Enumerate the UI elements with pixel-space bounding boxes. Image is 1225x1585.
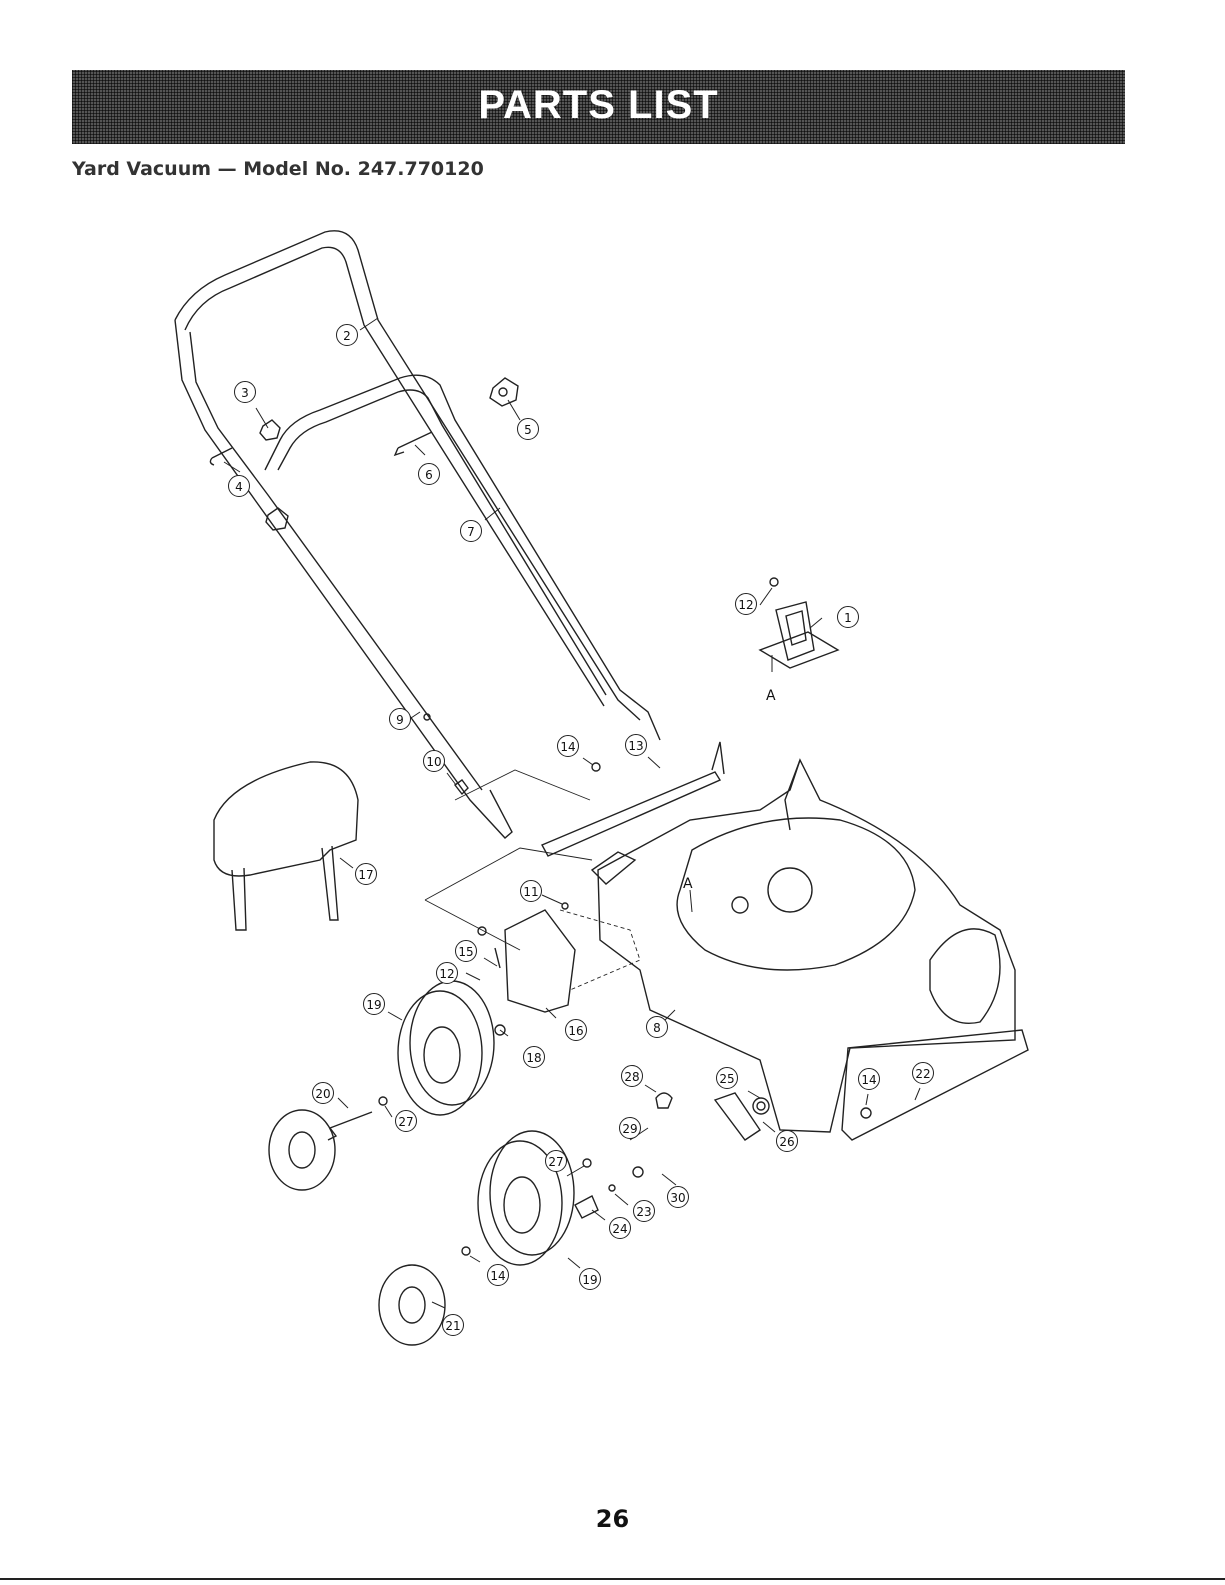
bottom-rule	[0, 1578, 1225, 1580]
bag-drawing	[214, 762, 358, 930]
callout-7: 7	[460, 520, 482, 542]
leader-lines	[224, 318, 920, 1308]
callout-22: 22	[912, 1062, 934, 1084]
callout-12-bracket: 12	[436, 962, 458, 984]
callout-23: 23	[633, 1200, 655, 1222]
wheels-drawing	[269, 981, 574, 1345]
callout-9: 9	[389, 708, 411, 730]
page-number: 26	[0, 1505, 1225, 1533]
callout-11: 11	[520, 880, 542, 902]
callout-15: 15	[455, 940, 477, 962]
callout-24: 24	[609, 1217, 631, 1239]
callout-8: 8	[646, 1016, 668, 1038]
callout-10: 10	[423, 750, 445, 772]
callout-19-upper: 19	[363, 993, 385, 1015]
callout-13: 13	[625, 734, 647, 756]
callout-27-upper: 27	[395, 1110, 417, 1132]
reference-mark-a-deck: A	[683, 876, 693, 892]
callout-12-chute: 12	[735, 593, 757, 615]
callout-14-wheel: 14	[487, 1264, 509, 1286]
callout-2: 2	[336, 324, 358, 346]
callout-18: 18	[523, 1046, 545, 1068]
callout-14-rear: 14	[858, 1068, 880, 1090]
callout-28: 28	[621, 1065, 643, 1087]
callout-21: 21	[442, 1314, 464, 1336]
hardware-drawing	[210, 378, 871, 1255]
callout-29: 29	[619, 1117, 641, 1139]
callout-1: 1	[837, 606, 859, 628]
callout-16: 16	[565, 1019, 587, 1041]
callout-26: 26	[776, 1130, 798, 1152]
callout-4: 4	[228, 475, 250, 497]
reference-mark-a-chute: A	[766, 688, 776, 704]
callout-5: 5	[517, 418, 539, 440]
callout-6: 6	[418, 463, 440, 485]
callout-17: 17	[355, 863, 377, 885]
callout-25: 25	[716, 1067, 738, 1089]
callout-27-lower: 27	[545, 1150, 567, 1172]
callout-19-lower: 19	[579, 1268, 601, 1290]
callout-20: 20	[312, 1082, 334, 1104]
lower-handle-drawing	[265, 375, 660, 740]
callout-3: 3	[234, 381, 256, 403]
callout-30: 30	[667, 1186, 689, 1208]
deck-drawing	[592, 760, 1028, 1140]
callout-14-bracket: 14	[557, 735, 579, 757]
